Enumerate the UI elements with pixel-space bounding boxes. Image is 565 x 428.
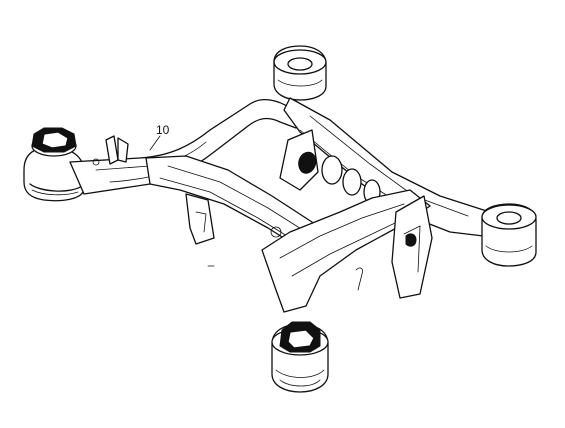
rear-right-mount-bushing — [273, 45, 327, 101]
callout-leader-line — [149, 135, 161, 151]
left-mount-bushing — [23, 127, 85, 202]
right-mount-bushing — [481, 203, 537, 267]
callout-label-10: 10 — [156, 123, 170, 137]
rear-cross-beam — [261, 189, 433, 313]
front-mount-bushing — [271, 321, 329, 393]
